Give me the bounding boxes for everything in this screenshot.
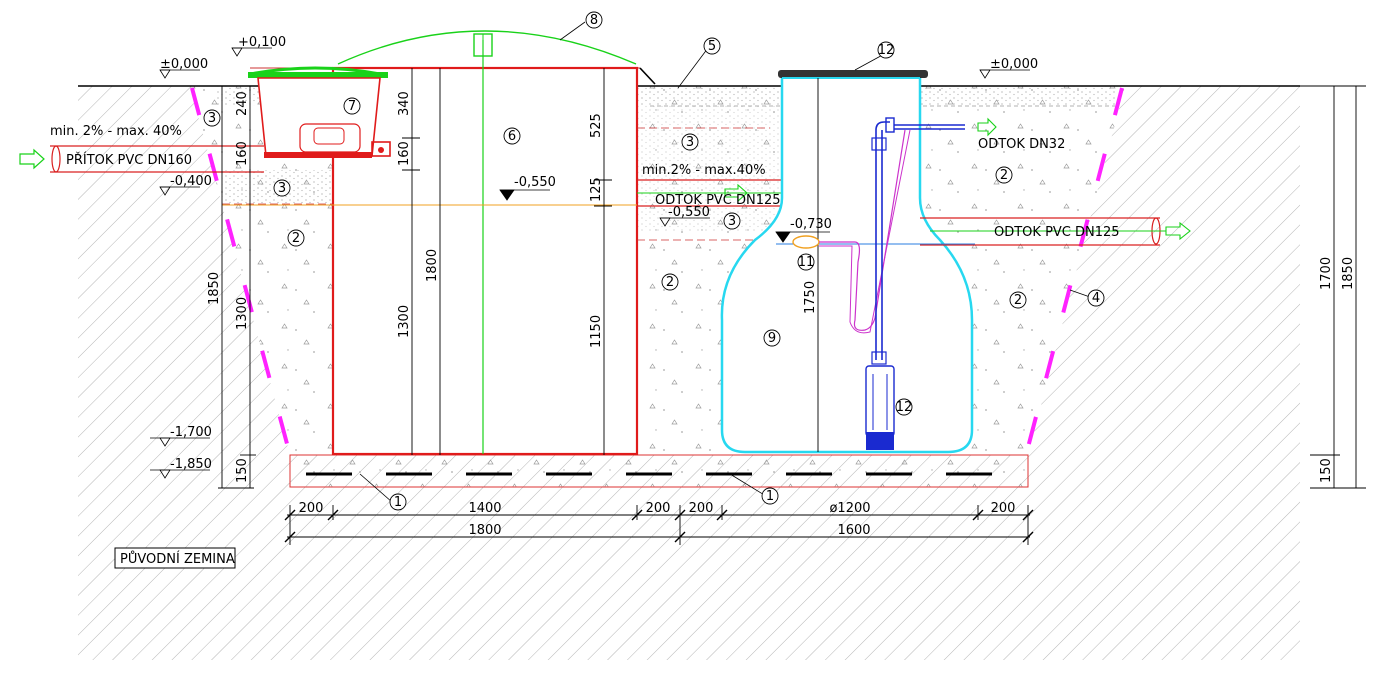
marker-circles xyxy=(203,11,1105,511)
marker-1b: 1 xyxy=(766,489,774,504)
native-soil-label: PŮVODNÍ ZEMINA xyxy=(120,551,235,567)
level-plus-0100: +0,100 xyxy=(238,35,286,50)
marker-4: 4 xyxy=(1092,291,1100,306)
marker-2b: 2 xyxy=(666,275,674,290)
dim-h200-b: 200 xyxy=(646,501,671,516)
marker-6: 6 xyxy=(508,129,516,144)
horizontal-dimension-labels: 200 1400 200 200 ø1200 200 1800 1600 xyxy=(299,501,1016,538)
level-minus-0550-b: -0,550 xyxy=(668,205,710,220)
level-minus-0730: -0,730 xyxy=(790,217,832,232)
marker-12b: 12 xyxy=(896,400,913,415)
dim-v340: 340 xyxy=(397,91,412,116)
submersible-pump xyxy=(865,117,997,450)
dim-h1200: ø1200 xyxy=(829,501,870,516)
native-soil-box xyxy=(114,547,236,569)
dim-h200-c: 200 xyxy=(689,501,714,516)
marker-3d: 3 xyxy=(728,214,736,229)
outflow-pipe-dn125 xyxy=(920,217,1191,246)
marker-2a: 2 xyxy=(292,231,300,246)
dim-v160-b: 160 xyxy=(397,141,412,166)
level-minus-1700: -1,700 xyxy=(170,425,212,440)
marker-7: 7 xyxy=(348,99,356,114)
marker-5: 5 xyxy=(708,39,716,54)
native-soil-hatch xyxy=(78,86,1300,660)
dim-v525: 525 xyxy=(589,113,604,138)
dim-v1850-right: 1850 xyxy=(1341,257,1356,290)
dim-v1700: 1700 xyxy=(1319,257,1334,290)
dim-h1400: 1400 xyxy=(468,501,501,516)
dim-v160: 160 xyxy=(235,141,250,166)
level-minus-0400: -0,400 xyxy=(170,174,212,189)
dim-v1300-mid: 1300 xyxy=(397,305,412,338)
marker-1a: 1 xyxy=(394,495,402,510)
pump-well xyxy=(720,70,974,454)
dim-v1150: 1150 xyxy=(589,315,604,348)
marker-8: 8 xyxy=(590,13,598,28)
float-switch xyxy=(792,129,911,334)
level-minus-1850: -1,850 xyxy=(170,457,212,472)
marker-9: 9 xyxy=(768,331,776,346)
dimension-lines xyxy=(218,68,1366,545)
inflow-label: PŘÍTOK PVC DN160 xyxy=(66,152,192,168)
tank-dome xyxy=(337,30,637,65)
dim-h1600: 1600 xyxy=(837,523,870,538)
dim-v1850-left: 1850 xyxy=(207,272,222,305)
vertical-dimension-labels: 240 160 1850 1300 150 340 160 1300 1800 … xyxy=(207,91,1356,483)
outflow-dn125-b-label: ODTOK PVC DN125 xyxy=(994,225,1120,240)
outflow-dn32-label: ODTOK DN32 xyxy=(978,137,1065,152)
marker-2d: 2 xyxy=(1014,293,1022,308)
marker-3b: 3 xyxy=(278,181,286,196)
marker-3c: 3 xyxy=(686,135,694,150)
storage-tank xyxy=(331,40,639,456)
level-minus-0550-a: -0,550 xyxy=(514,175,556,190)
dim-v1750: 1750 xyxy=(803,281,818,314)
slope-left-label: min. 2% - max. 40% xyxy=(50,124,182,139)
dim-v1300-left: 1300 xyxy=(235,297,250,330)
slope-right-label: min.2% - max.40% xyxy=(642,163,766,178)
level-zero-right: ±0,000 xyxy=(990,57,1038,72)
outflow-dn125-a-label: ODTOK PVC DN125 xyxy=(655,193,781,208)
dim-h200-a: 200 xyxy=(299,501,324,516)
dim-v1800: 1800 xyxy=(425,249,440,282)
dim-h200-d: 200 xyxy=(991,501,1016,516)
callout-labels: min. 2% - max. 40% min.2% - max.40% PŘÍT… xyxy=(50,124,1120,567)
marker-3a: 3 xyxy=(208,111,216,126)
dim-h1800: 1800 xyxy=(468,523,501,538)
inflow-pipe xyxy=(19,145,264,173)
base-slab xyxy=(289,454,1029,488)
dim-v125: 125 xyxy=(589,177,604,202)
marker-labels: 1 1 2 2 2 2 3 3 3 3 4 5 6 7 8 9 11 12 12 xyxy=(208,13,1100,510)
overflow-pipe-dn125 xyxy=(637,179,783,207)
marker-12a: 12 xyxy=(878,43,895,58)
filter-basket xyxy=(248,66,391,158)
dim-v150-right: 150 xyxy=(1319,458,1334,483)
level-labels: ±0,000 +0,100 ±0,000 -0,400 -0,550 -0,55… xyxy=(160,35,1038,472)
level-zero-left: ±0,000 xyxy=(160,57,208,72)
marker-11: 11 xyxy=(798,255,815,270)
dim-v150-left: 150 xyxy=(235,458,250,483)
dim-v240: 240 xyxy=(235,91,250,116)
marker-2c: 2 xyxy=(1000,168,1008,183)
level-symbols xyxy=(150,47,1030,479)
